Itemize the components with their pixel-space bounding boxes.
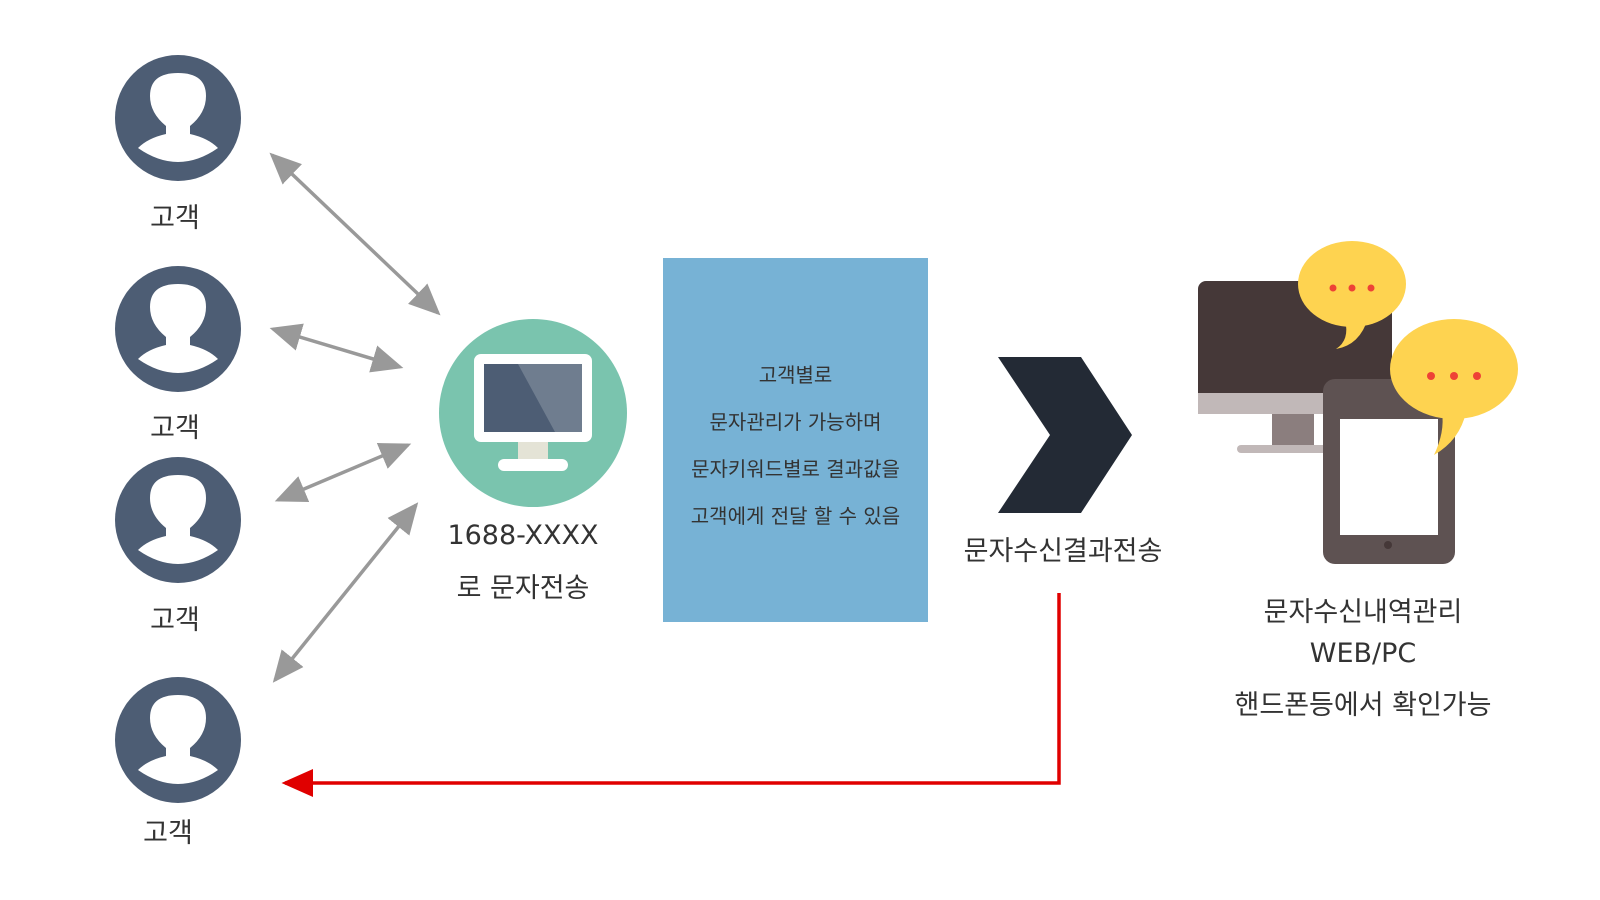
- devices-label-1: 문자수신내역관리: [1263, 597, 1463, 628]
- devices-label-3: 핸드폰등에서 확인가능: [1234, 690, 1492, 721]
- monitor-icon: [439, 319, 627, 507]
- arrow-4: [272, 502, 419, 683]
- info-line: 문자키워드별로 결과값을: [691, 457, 900, 481]
- info-line: 고객별로: [758, 363, 833, 387]
- devices-icon: [1198, 241, 1518, 564]
- customer-icon-3: [115, 457, 241, 583]
- chevron-arrow-icon: [998, 357, 1132, 513]
- info-box: 고객별로 문자관리가 가능하며 문자키워드별로 결과값을 고객에게 전달 할 수…: [663, 258, 928, 622]
- sender-description: 로 문자전송: [456, 573, 590, 604]
- customer-icon-4: [115, 677, 241, 803]
- info-line: 고객에게 전달 할 수 있음: [690, 504, 901, 528]
- customer-label: 고객: [150, 413, 200, 444]
- arrow-3: [274, 443, 412, 502]
- info-line: 문자관리가 가능하며: [709, 410, 882, 434]
- result-label: 문자수신결과전송: [963, 536, 1163, 567]
- devices-label-2: WEB/PC: [1309, 638, 1417, 669]
- speech-bubble-icon: [1390, 319, 1518, 455]
- sender-number: 1688-XXXX: [447, 520, 599, 551]
- customer-label: 고객: [150, 203, 200, 234]
- customer-icon-1: [115, 55, 241, 181]
- customer-label: 고객: [150, 605, 200, 636]
- arrow-2: [269, 323, 404, 373]
- customer-icon-2: [115, 266, 241, 392]
- speech-bubble-icon: [1298, 241, 1406, 349]
- arrow-1: [269, 152, 441, 316]
- bidirectional-arrows: [269, 152, 441, 683]
- return-arrow: [281, 593, 1061, 797]
- customer-label: 고객: [143, 818, 193, 849]
